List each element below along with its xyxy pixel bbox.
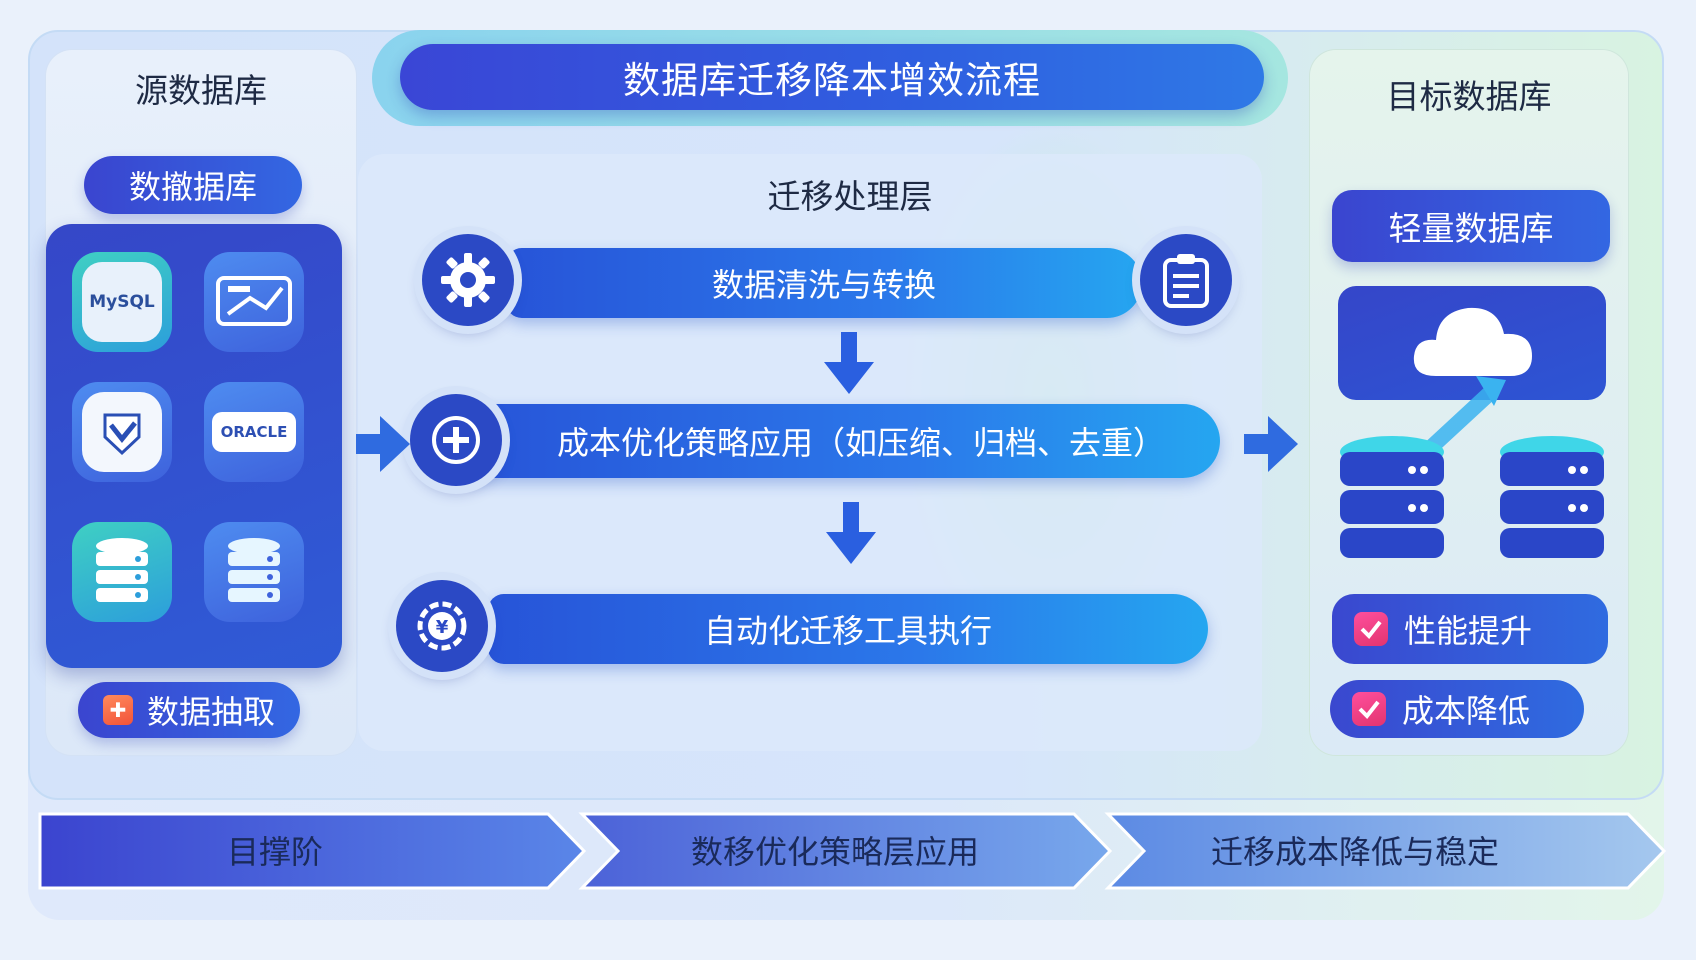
step-clean-transform: 数据清洗与转换 xyxy=(506,248,1142,318)
gear-icon xyxy=(422,234,514,326)
cloud-card xyxy=(1338,286,1606,400)
check-icon xyxy=(1352,692,1386,726)
middle-title: 迁移处理层 xyxy=(767,177,933,216)
oracle-icon: ORACLE xyxy=(212,412,296,452)
extract-label: 数据抽取 xyxy=(146,693,275,731)
stage-2: 数移优化策略层应用 xyxy=(690,833,979,871)
step-auto-migration: 自动化迁移工具执行 xyxy=(488,594,1208,664)
monitor-tile[interactable] xyxy=(204,252,304,352)
oracle-tile[interactable]: ORACLE xyxy=(204,382,304,482)
source-db-label: 数撤据库 xyxy=(84,156,302,214)
mysql-icon: MySQL xyxy=(82,262,162,342)
benefit-label: 成本降低 xyxy=(1402,692,1531,730)
target-db-label: 轻量数据库 xyxy=(1332,190,1610,262)
mysql-tile[interactable]: MySQL xyxy=(72,252,172,352)
database-icon xyxy=(82,532,162,612)
mysql-text: MySQL xyxy=(89,292,155,312)
target-title: 目标数据库 xyxy=(1386,77,1552,116)
extract-pill: ✚ 数据抽取 xyxy=(78,682,300,738)
yen-gear-icon: ¥ xyxy=(396,580,488,672)
clipboard-icon xyxy=(1140,234,1232,326)
globe-plus-icon xyxy=(410,394,502,486)
document-check-icon xyxy=(82,392,162,472)
source-title: 源数据库 xyxy=(135,71,267,110)
extract-icon: ✚ xyxy=(102,695,133,725)
benefit-label: 性能提升 xyxy=(1404,612,1533,650)
database-tile-2[interactable] xyxy=(204,522,304,622)
document-tile[interactable] xyxy=(72,382,172,482)
arrow-down-1 xyxy=(824,332,874,394)
benefit-cost: 成本降低 xyxy=(1330,680,1584,738)
monitor-chart-icon xyxy=(214,262,294,342)
step-label: 成本优化策略应用（如压缩、归档、去重） xyxy=(556,424,1165,462)
step-label: 自动化迁移工具执行 xyxy=(703,612,992,650)
step-cost-optimization: 成本优化策略应用（如压缩、归档、去重） xyxy=(462,404,1220,478)
svg-text:¥: ¥ xyxy=(436,617,449,638)
stage-3: 迁移成本降低与稳定 xyxy=(1210,833,1499,871)
cloud-icon xyxy=(1413,307,1532,376)
arrow-right-target xyxy=(1244,416,1298,472)
database-icon xyxy=(214,532,294,612)
database-tile-1[interactable] xyxy=(72,522,172,622)
source-icon-board: MySQL ORACLE xyxy=(46,224,342,668)
step-label: 数据清洗与转换 xyxy=(711,266,936,304)
database-servers-icon xyxy=(1340,376,1604,558)
stage-bar xyxy=(38,812,1667,890)
stage-1: 目撑阶 xyxy=(226,833,323,871)
oracle-text: ORACLE xyxy=(220,423,288,441)
arrow-down-2 xyxy=(826,502,876,564)
arrow-right-source xyxy=(356,416,410,472)
benefit-performance: 性能提升 xyxy=(1332,594,1608,664)
check-icon xyxy=(1354,612,1388,646)
page-title: 数据库迁移降本增效流程 xyxy=(400,44,1264,110)
